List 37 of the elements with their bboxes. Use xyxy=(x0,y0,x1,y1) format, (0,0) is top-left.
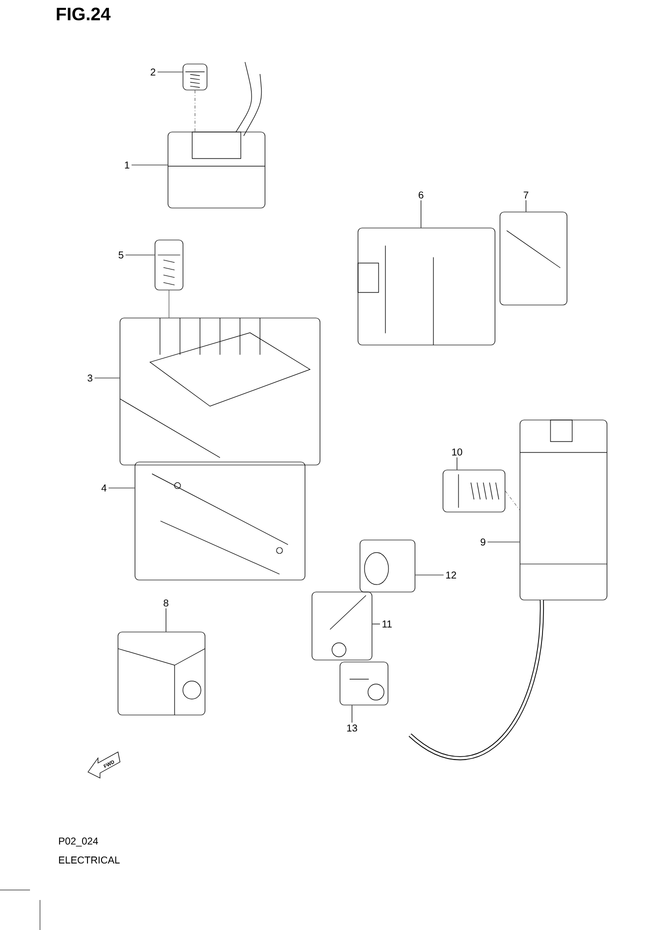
note-text: P02_024 xyxy=(59,838,98,846)
callout-number: 13 xyxy=(347,724,358,732)
plug-cap-drawing xyxy=(312,592,372,660)
leader-line xyxy=(415,574,444,576)
bracket-drawing xyxy=(134,462,306,580)
regulator-drawing xyxy=(120,318,320,466)
assembly-line xyxy=(194,90,196,132)
callout-number: 9 xyxy=(480,538,486,546)
leader-line xyxy=(125,254,155,256)
callout-number: 4 xyxy=(101,484,106,492)
note-text: ELECTRICAL xyxy=(59,856,120,864)
callout-number: 1 xyxy=(124,162,130,168)
callout-number: 7 xyxy=(524,192,528,198)
callout-number: 3 xyxy=(88,374,92,382)
ignition-coil-drawing xyxy=(520,420,608,600)
leader-line xyxy=(131,164,168,166)
callout-number: 12 xyxy=(446,572,456,578)
boot-drawing xyxy=(340,662,388,706)
callout-number: 5 xyxy=(118,252,124,258)
callout-number: 11 xyxy=(382,620,392,628)
callout-number: 10 xyxy=(452,448,462,456)
figure-title: FIG.24 xyxy=(56,8,111,20)
callout-number: 2 xyxy=(150,68,156,76)
bolt-drawing xyxy=(442,470,506,512)
assembly-line xyxy=(168,290,170,318)
pad-drawing xyxy=(500,212,568,306)
cap-drawing xyxy=(360,540,416,592)
bolt-drawing xyxy=(182,64,208,90)
callout-number: 8 xyxy=(164,599,168,607)
bolt-drawing xyxy=(154,240,184,290)
control-unit-drawing xyxy=(358,228,496,346)
callout-number: 6 xyxy=(418,191,424,199)
connector-drawing xyxy=(118,632,206,716)
leader-line xyxy=(420,200,422,228)
relay-drawing xyxy=(168,62,266,208)
assembly-line xyxy=(505,490,520,510)
leader-line xyxy=(456,457,458,470)
